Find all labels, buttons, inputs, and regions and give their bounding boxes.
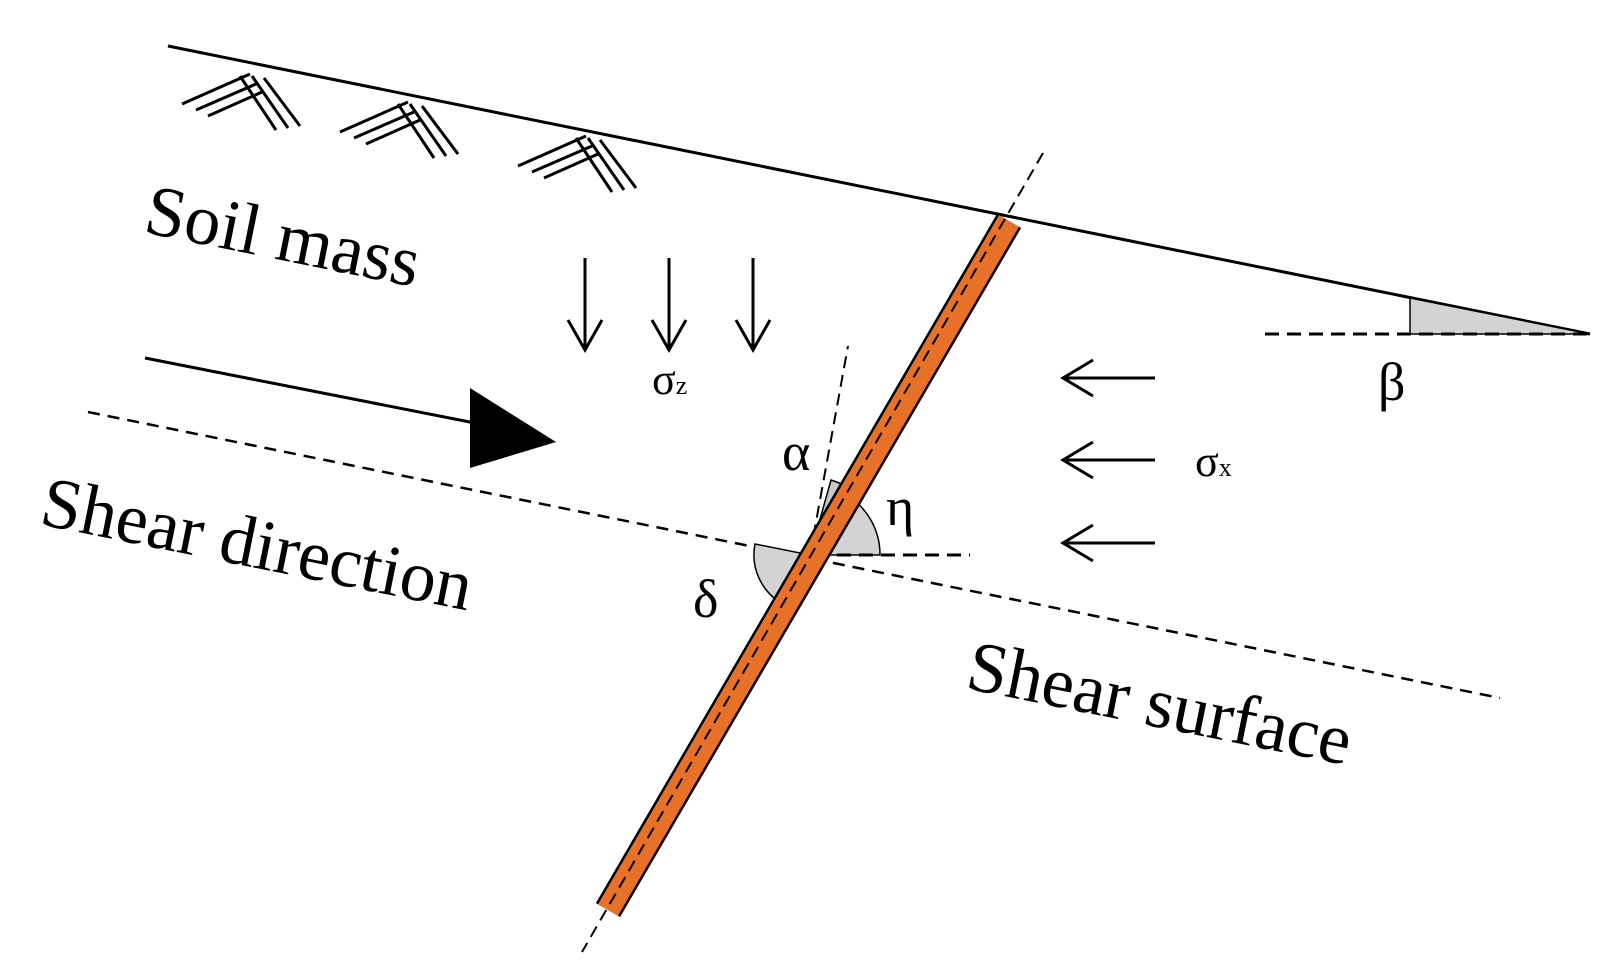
beta-angle-wedge xyxy=(1409,297,1591,335)
sigma-x-label: σx xyxy=(1195,437,1232,486)
sigma-z-label: σz xyxy=(652,355,687,404)
ground-hatch-2 xyxy=(339,100,460,159)
ground-hatch-1 xyxy=(181,72,302,131)
shear-surface-label: Shear surface xyxy=(961,625,1359,780)
alpha-reference-line xyxy=(809,345,849,556)
sigma-x-arrows xyxy=(1060,358,1155,563)
alpha-label: α xyxy=(782,422,810,482)
reinforcement-axis xyxy=(581,152,1044,953)
ground-surface-line xyxy=(167,44,1591,336)
delta-label: δ xyxy=(693,569,718,629)
shear-direction-arrowhead xyxy=(470,388,556,468)
shear-direction-arrow-shaft xyxy=(144,356,486,427)
ground-hatch-3 xyxy=(517,134,638,193)
eta-label: η xyxy=(886,477,914,537)
shear-direction-label: Shear direction xyxy=(35,461,480,626)
reinforcement-bar-fill xyxy=(598,215,1019,916)
beta-label: β xyxy=(1378,352,1405,412)
sigma-z-arrows xyxy=(566,258,772,354)
soil-mass-label: Soil mass xyxy=(139,169,427,302)
